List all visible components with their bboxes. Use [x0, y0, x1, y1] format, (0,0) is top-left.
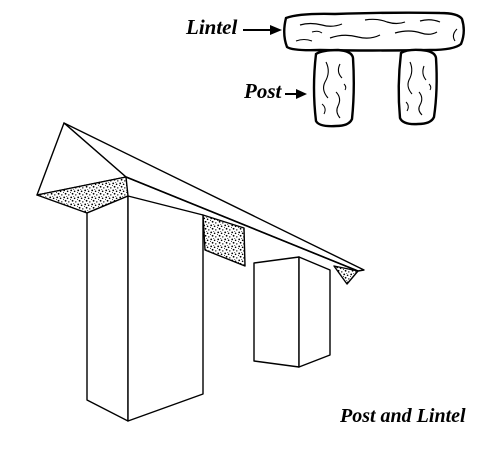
post-stone-right: [397, 48, 438, 126]
post-label: Post: [244, 79, 282, 103]
post-stone-left: [312, 48, 355, 128]
diagram-caption: Post and Lintel: [340, 405, 466, 427]
lintel-underside-middle: [202, 214, 246, 267]
lintel-stone: [283, 11, 465, 52]
stone-sketch: [243, 11, 465, 128]
back-post-left-face: [253, 256, 300, 368]
lintel-front-edge: [125, 176, 359, 272]
back-post-right-face: [298, 256, 331, 368]
lintel-label: Lintel: [186, 15, 238, 39]
perspective-structure: [36, 122, 365, 422]
lintel-underside-right: [333, 265, 359, 285]
lintel-arrow: [243, 25, 282, 35]
front-post-left-face: [86, 195, 129, 422]
post-arrow: [285, 89, 307, 99]
front-post-right-face: [127, 195, 204, 422]
